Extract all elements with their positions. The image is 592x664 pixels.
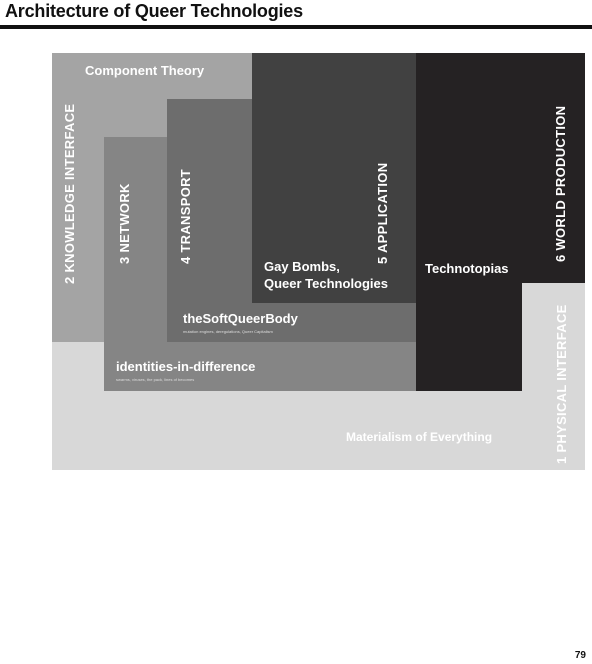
world-production-label: 6 WORLD PRODUCTION [553, 105, 568, 262]
soft-queer-body-subtext: mutation engines, deregulations, Queer C… [183, 329, 273, 334]
page-number: 79 [574, 650, 586, 661]
queer-technologies-label: Queer Technologies [264, 276, 389, 291]
layer-application [252, 53, 417, 303]
title-rule [0, 25, 592, 29]
soft-queer-body-label: theSoftQueerBody [183, 311, 298, 326]
page-title: Architecture of Queer Technologies [5, 1, 303, 21]
gay-bombs-label: Gay Bombs, [264, 259, 340, 274]
layer-world-production-lower [416, 283, 522, 391]
network-label: 3 NETWORK [117, 183, 132, 264]
layer-world-production [416, 53, 585, 283]
component-theory-label: Component Theory [85, 63, 205, 78]
physical-interface-label: 1 PHYSICAL INTERFACE [554, 304, 569, 464]
application-label: 5 APPLICATION [375, 162, 390, 264]
transport-label: 4 TRANSPORT [178, 168, 193, 264]
materialism-label: Materialism of Everything [346, 430, 493, 444]
identities-subtext: swarms, viruses, the pack, lines of beco… [116, 377, 195, 382]
technotopias-label: Technotopias [425, 261, 509, 276]
knowledge-interface-label: 2 KNOWLEDGE INTERFACE [62, 103, 77, 284]
identities-label: identities-in-difference [116, 359, 256, 374]
layer-physical-interface-column [522, 283, 585, 353]
